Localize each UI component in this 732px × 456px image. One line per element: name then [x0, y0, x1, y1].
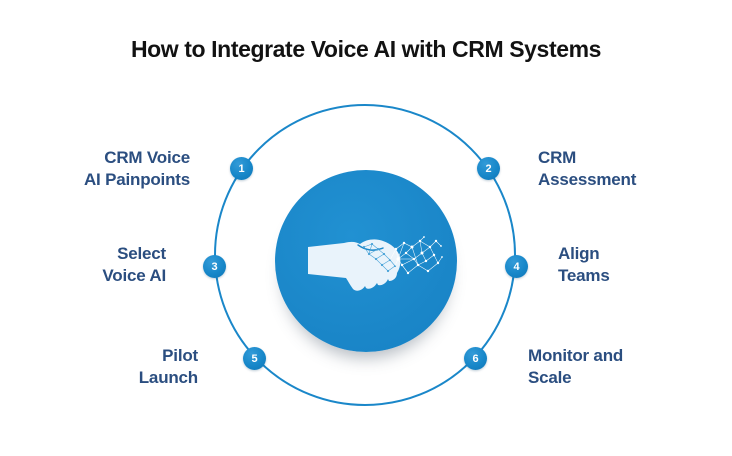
step-badge-2: 2: [477, 157, 500, 180]
step-badge-6: 6: [464, 347, 487, 370]
step-label-4: Align Teams: [558, 243, 610, 287]
step-label-line: Pilot: [162, 346, 198, 365]
step-badge-1: 1: [230, 157, 253, 180]
center-circle: [275, 170, 457, 352]
step-label-1: CRM Voice AI Painpoints: [84, 147, 190, 191]
step-label-6: Monitor and Scale: [528, 345, 623, 389]
step-label-line: Voice AI: [102, 266, 166, 285]
step-label-line: CRM Voice: [104, 148, 190, 167]
step-label-line: Launch: [138, 368, 198, 387]
step-label-line: Scale: [528, 368, 572, 387]
step-badge-5: 5: [243, 347, 266, 370]
step-badge-4: 4: [505, 255, 528, 278]
step-label-2: CRM Assessment: [538, 147, 636, 191]
step-label-3: Select Voice AI: [102, 243, 166, 287]
step-label-line: Teams: [558, 266, 610, 285]
step-label-line: AI Painpoints: [83, 170, 190, 189]
step-badge-3: 3: [203, 255, 226, 278]
step-label-line: Select: [117, 244, 166, 263]
step-label-line: Align: [558, 244, 600, 263]
step-label-5: Pilot Launch: [139, 345, 198, 389]
page-title: How to Integrate Voice AI with CRM Syste…: [130, 36, 602, 62]
handshake-ai-network-icon: [308, 236, 443, 291]
step-label-line: Assessment: [538, 170, 637, 189]
step-label-line: CRM: [538, 148, 577, 167]
step-label-line: Monitor and: [528, 346, 624, 365]
